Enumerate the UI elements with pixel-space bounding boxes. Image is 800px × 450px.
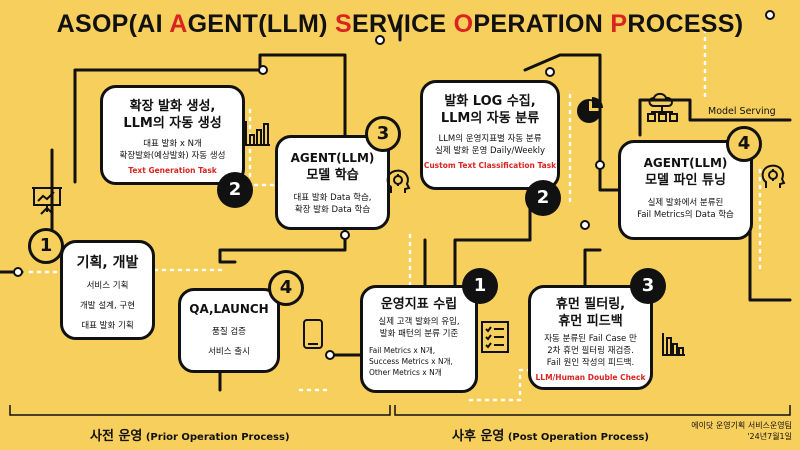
post-step-2-badge: 2: [525, 180, 561, 216]
post-step-3-card: 휴먼 필터링, 휴먼 피드백 자동 분류된 Fail Case 만 2차 휴먼 …: [528, 285, 653, 390]
bar-chart-icon: [245, 121, 270, 146]
post-step-4-badge: 4: [726, 126, 762, 162]
post-phase-label: 사후 운영 (Post Operation Process): [452, 429, 649, 444]
post-step-2-card: 발화 LOG 수집, LLM의 자동 분류 LLM의 운영지표별 자동 분류 실…: [420, 80, 560, 190]
ai-head-icon: [386, 169, 411, 193]
cloud-network-icon: [647, 92, 678, 122]
pre-step-1-card: 기획, 개발 서비스 기획 개발 설계, 구현 대표 발화 기획: [60, 240, 155, 340]
pre-step-2-card: 확장 발화 생성, LLM의 자동 생성 대표 발화 x N개 확장발화(예상발…: [100, 85, 245, 185]
pre-step-4-card: QA,LAUNCH 품질 검증 서비스 출시: [178, 288, 280, 373]
pre-step-3-badge: 3: [365, 116, 401, 152]
checklist-icon: [481, 321, 509, 353]
smartphone-icon: [303, 319, 323, 349]
post-step-3-badge: 3: [630, 268, 666, 304]
pre-step-1-title: 기획, 개발: [76, 255, 139, 271]
ai-head-icon-2: [761, 164, 786, 188]
page-title: ASOP(AI AGENT(LLM) SERVICE OPERATION PRO…: [56, 10, 744, 38]
pre-step-1-badge: 1: [28, 228, 64, 264]
pre-step-2-badge: 2: [217, 172, 253, 208]
post-step-1-badge: 1: [462, 268, 498, 304]
pre-phase-label: 사전 운영 (Prior Operation Process): [90, 429, 290, 444]
column-chart-icon: [662, 333, 685, 356]
presentation-icon: [32, 187, 62, 215]
model-serving-label: Model Serving: [708, 106, 776, 117]
pre-step-4-badge: 4: [268, 270, 304, 306]
credit-text: 에이닷 운영기획 서비스운영팀 '24년7월1일: [691, 421, 792, 441]
post-step-1-card: 운영지표 수립 실제 고객 발화의 유입, 발화 패턴의 분류 기준 Fail …: [360, 285, 478, 393]
pie-chart-icon: [577, 97, 603, 123]
